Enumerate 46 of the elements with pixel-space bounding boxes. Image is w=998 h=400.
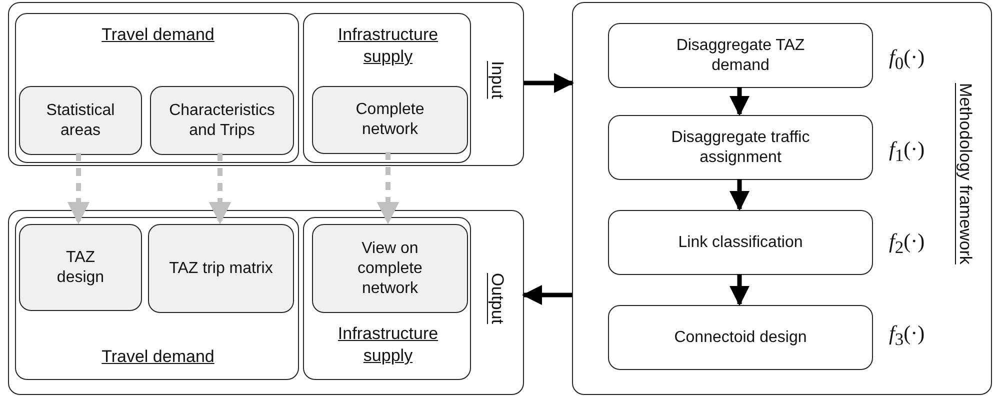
vertical-label: Input [487,61,507,99]
panel [572,2,992,395]
box-label: Disaggregate traffic assignment [670,128,811,168]
function-label: f$_{0}$(·) [889,45,925,74]
panel [8,2,524,166]
arrow [729,87,750,116]
data-box [148,224,294,313]
arrow [729,274,750,306]
data-box [312,86,468,154]
box-label: Connectoid design [674,328,807,348]
box-label: Characteristics and Trips [168,100,276,140]
panel [8,210,524,395]
data-box [312,224,468,313]
group-heading: Infrastructure supply [336,24,440,68]
box-label: Link classification [678,232,803,252]
box-label: Complete network [354,100,426,140]
box-label: View on complete network [356,238,424,298]
group-panel [303,13,471,163]
group-panel [303,217,471,380]
group-panel [15,217,299,380]
box-label: TAZ trip matrix [169,258,273,278]
process-box [608,115,873,180]
box-label: TAZ design [56,248,106,288]
vertical-label: Output [487,273,507,324]
data-box [19,86,142,155]
arrow [376,152,400,224]
group-heading: Travel demand [100,24,216,46]
process-box [608,210,873,275]
group-panel [15,13,299,163]
group-heading: Travel demand [100,346,216,368]
function-label: f$_{1}$(·) [889,137,925,166]
function-label: f$_{2}$(·) [889,229,925,258]
arrow [208,153,232,224]
arrow [729,179,750,212]
data-box [150,86,294,155]
process-box [608,23,873,88]
box-label: Statistical areas [45,100,116,140]
process-box [608,305,873,370]
vertical-label: Methodology framework [955,83,975,264]
arrow [524,72,574,94]
arrow [522,284,572,306]
group-heading: Infrastructure supply [336,323,440,368]
function-label: f$_{3}$(·) [889,321,925,350]
arrow [67,153,90,224]
data-box [19,224,142,311]
box-label: Disaggregate TAZ demand [675,36,806,76]
